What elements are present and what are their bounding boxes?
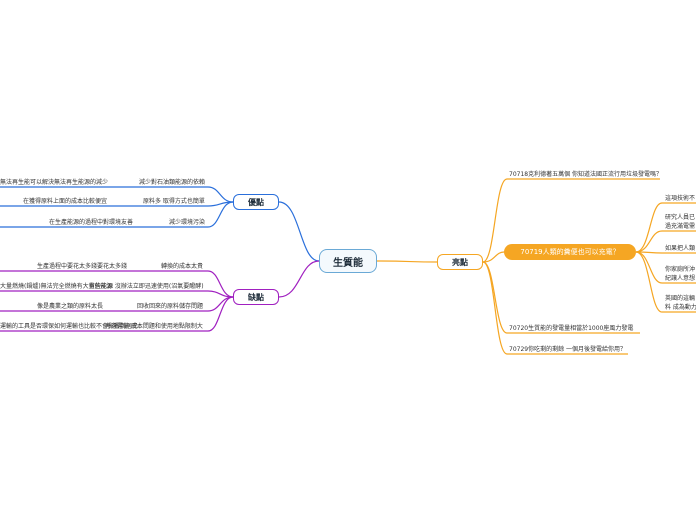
pros-item-2-detail[interactable]: 在獲得原料上面的成本比較便宜 [23,198,108,205]
highlight-child-8[interactable]: 料 成為動力 [665,304,696,311]
cons-item-4-detail[interactable]: 運輸的工具是否環保如何運輸也比較不會影響到居民 [0,323,139,330]
highlight-item-1[interactable]: 70718克利德著五萬個 你知道法國正流行用垃圾發電嗎？ [509,171,662,178]
connector-cons-4 [0,296,234,332]
pros-item-1[interactable]: 減少對石油類能源的依賴 [139,179,206,186]
cons-item-1[interactable]: 轉換的成本太貴 [161,263,204,270]
highlight-item-4[interactable]: 70729你吃剩的剩餘 一個月後發電給你用？ [509,346,626,353]
highlight-child-7[interactable]: 英國的這輛 [665,295,696,302]
cons-item-4[interactable]: 考慮運輸 成本問題和使用地點限制大 [105,323,203,330]
highlight-item-2[interactable]: 70719人類的糞便也可以充電？ [504,244,636,260]
highlight-child-6[interactable]: 紀讓人意想 [665,275,696,282]
pros-item-3[interactable]: 減少環境污染 [169,219,206,226]
branch-highlights[interactable]: 亮點 [437,254,483,270]
connector-highlight-4 [482,261,628,355]
cons-item-2[interactable]: 有些能源 沒辦法立即迅速使用(沼氣要醱酵) [89,283,204,290]
connector-pros-3 [167,201,234,228]
connector-highlight-child-1 [635,202,696,253]
highlight-item-3[interactable]: 70720生質能的發電量相當於1000座風力發電 [509,325,634,332]
connector-central-highlights [376,260,438,263]
connector-highlight-child-2 [635,230,696,253]
cons-item-3-detail[interactable]: 像是農業之類的原料太長 [37,303,104,310]
connector-central-cons [278,260,320,298]
highlight-child-4[interactable]: 如果把人類 [665,245,696,252]
connector-highlight-3 [482,261,640,334]
connector-cons-2 [0,290,234,298]
highlight-child-1[interactable]: 這項技術不 [665,195,696,202]
connector-central-pros [278,201,320,262]
branch-pros[interactable]: 優點 [233,194,279,210]
pros-item-3-detail[interactable]: 在生產能源的過程中對環境友善 [49,219,134,226]
highlight-child-2[interactable]: 研究人員已 [665,214,696,221]
pros-item-2[interactable]: 原料多 取得方式也簡單 [143,198,205,205]
cons-item-2-detail[interactable]: 大量燃燒(鍋爐)無法完全燃燒有大量的能源 [0,283,113,290]
connector-highlight-2 [482,251,505,263]
connector-highlight-child-3 [635,251,696,254]
connector-highlight-1 [482,178,660,263]
highlight-child-5[interactable]: 你家廁所沖 [665,266,696,273]
cons-item-1-detail[interactable]: 生產過程中要花太多錢要花太多錢 [37,263,128,270]
highlight-child-3[interactable]: 過充滿電需 [665,223,696,230]
pros-item-1-detail[interactable]: 無法再生能可以解決無法再生能源的減少 [0,179,109,186]
branch-cons[interactable]: 缺點 [233,289,279,305]
connector-highlight-child-5 [635,251,696,313]
cons-item-3[interactable]: 回收回來的原料儲存問題 [137,303,204,310]
connector-cons-1 [0,270,234,298]
connector-pros-1 [137,186,234,203]
central-topic[interactable]: 生質能 [319,249,377,273]
